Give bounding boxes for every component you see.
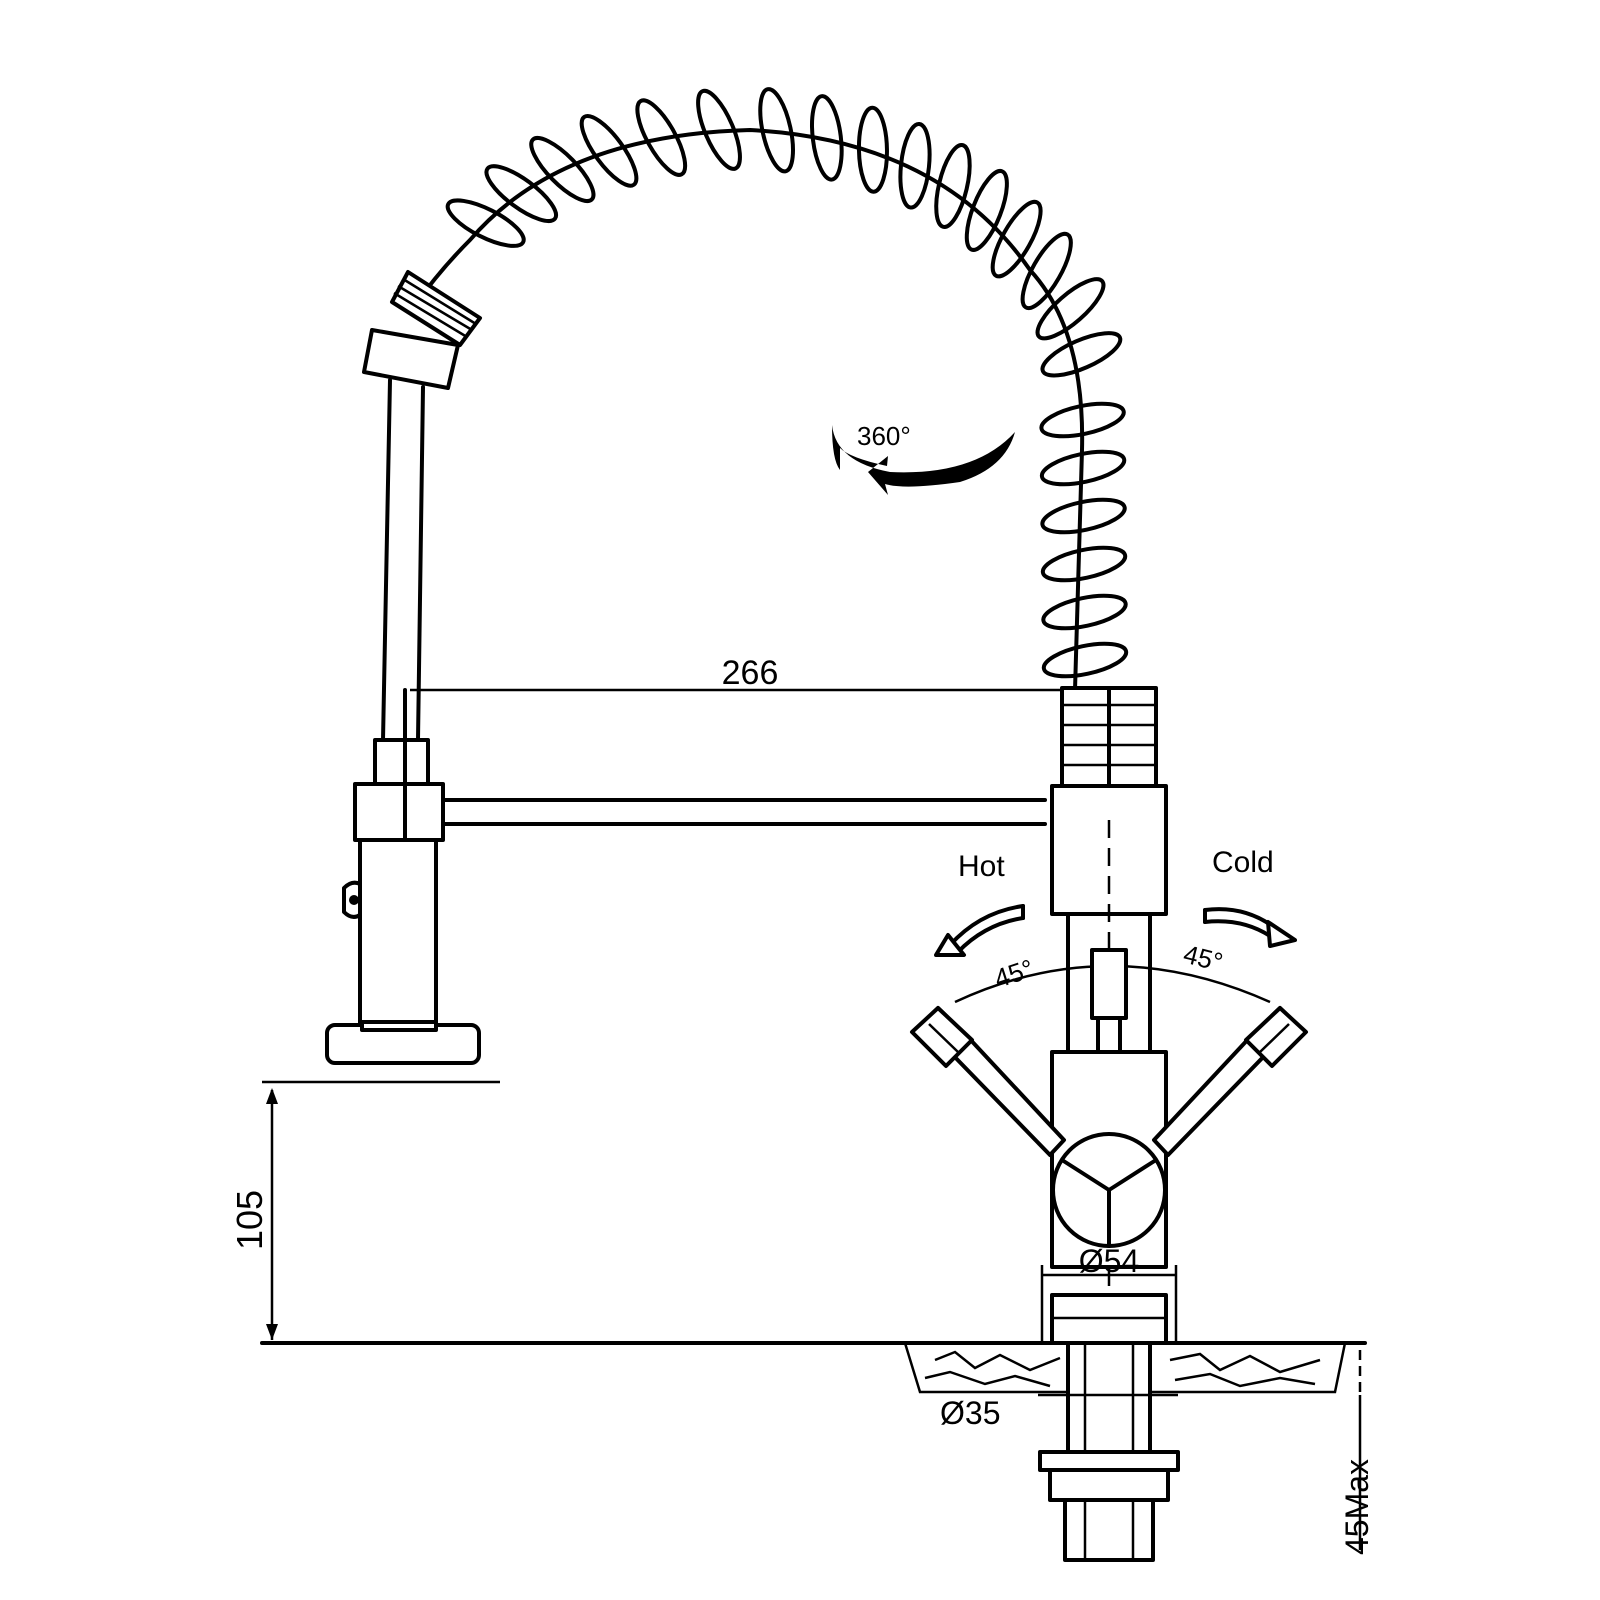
spring-coil-loop [990, 199, 1043, 279]
height-label: 105 [229, 1190, 270, 1250]
spring-coil-loop [1041, 641, 1129, 679]
body-diameter-label: Ø54 [1079, 1243, 1139, 1279]
height-dimension [262, 1080, 500, 1340]
lever-cold-position [1152, 1006, 1308, 1157]
spray-hose [381, 378, 425, 742]
spring-coil-loop [1020, 231, 1073, 311]
spring-coil-loop [529, 135, 596, 204]
rotation-arrow-icon [832, 425, 1015, 495]
horizontal-arm [441, 798, 1047, 826]
sprayer-holder [325, 738, 481, 1065]
base-ring [1040, 1265, 1178, 1345]
rotation-label: 360° [857, 421, 911, 451]
hot-label: Hot [958, 850, 1005, 883]
spring-coil-loop [635, 98, 688, 177]
spring-coil-loop [1040, 331, 1123, 378]
spring-coil-loop [1040, 497, 1127, 535]
spring-coil-loop [579, 114, 639, 188]
deck-thickness-label: 45Max [1339, 1459, 1375, 1555]
cold-label: Cold [1212, 846, 1274, 879]
spring-coil-loop [484, 164, 559, 223]
spring-base-collar [1060, 686, 1158, 788]
spring-coil-loop [1041, 593, 1128, 631]
spring-coil-loop [1040, 545, 1128, 583]
spring-coil [445, 87, 1129, 679]
spring-coil-loop [445, 198, 526, 248]
sprayer-head-connector [362, 328, 460, 390]
hot-direction-arrow-icon [934, 904, 1025, 957]
spring-coil-loop [1035, 277, 1106, 341]
angle-left-label: 45° [991, 953, 1038, 994]
reach-dimension-label: 266 [722, 654, 779, 692]
spring-coil-loop [964, 168, 1009, 252]
hole-diameter-label: Ø35 [940, 1395, 1000, 1431]
spring-coil-loop [696, 88, 742, 171]
countertop [260, 1341, 1367, 1394]
body-neck [1066, 912, 1152, 1054]
cold-direction-arrow-icon [1203, 907, 1297, 948]
angle-right-label: 45° [1181, 939, 1226, 978]
spring-coil-loop [810, 94, 844, 182]
spring-coil-loop [758, 87, 795, 174]
lever-hub [1051, 1132, 1167, 1248]
mounting-shank [1038, 1341, 1180, 1562]
lever-hot-position [910, 1006, 1066, 1157]
spout-arch-tube [413, 128, 1085, 692]
